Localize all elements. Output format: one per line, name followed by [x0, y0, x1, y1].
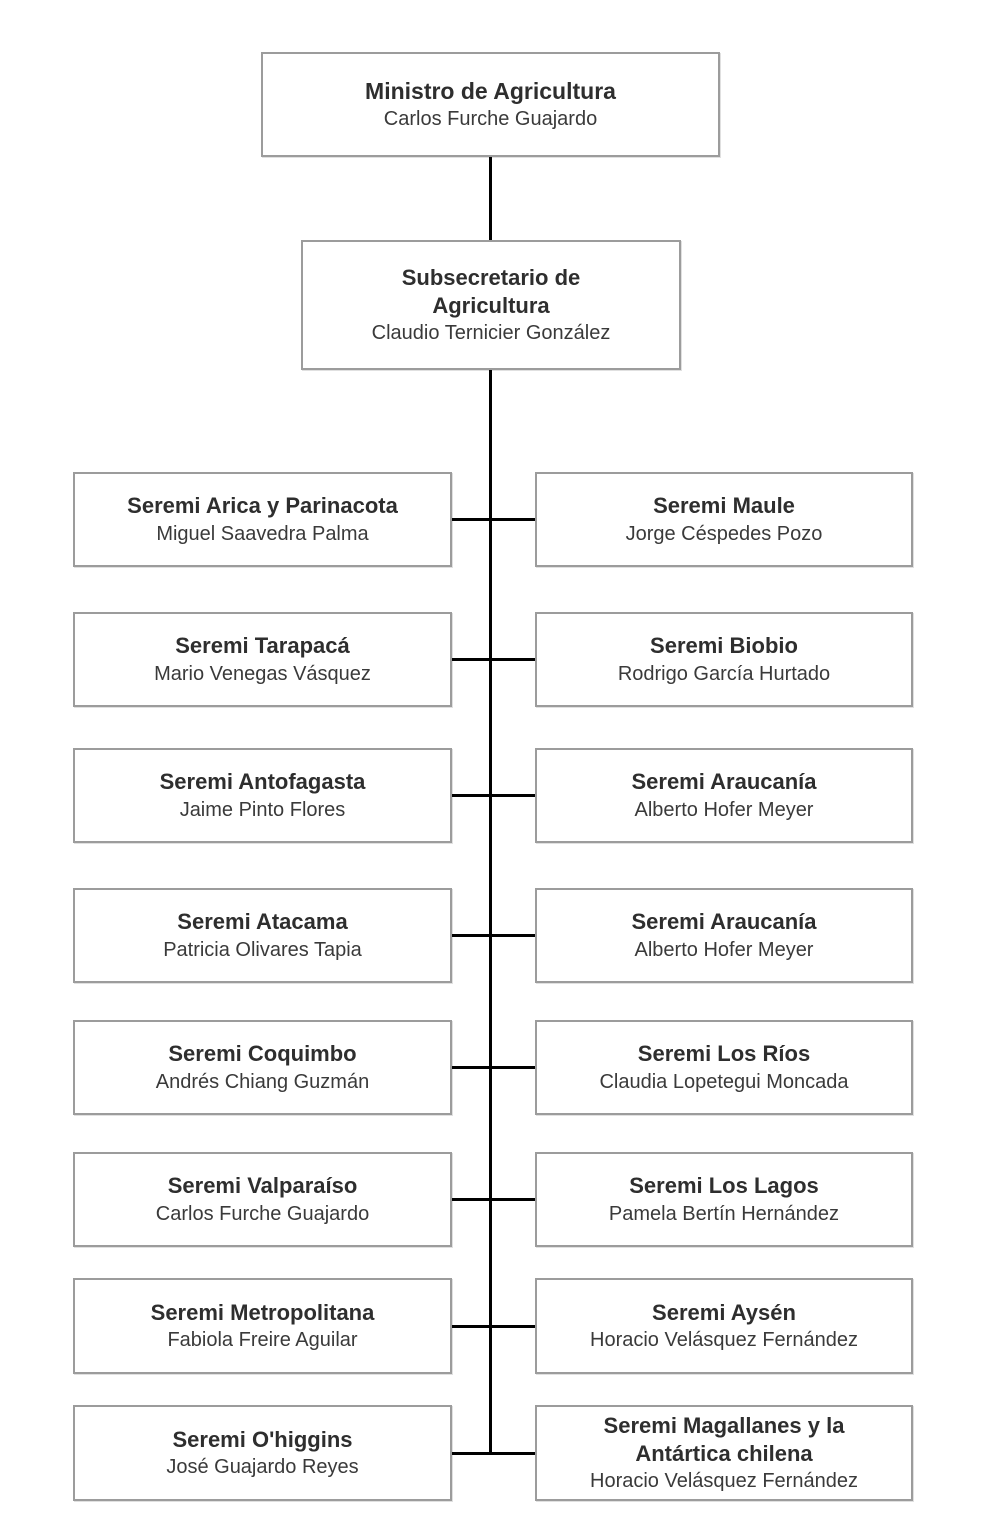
org-node-seremi-maule: Seremi Maule Jorge Céspedes Pozo	[535, 472, 913, 567]
connector-row-2	[450, 658, 537, 661]
org-node-person: Rodrigo García Hurtado	[617, 662, 831, 685]
org-node-person: Jaime Pinto Flores	[179, 798, 346, 821]
connector-row-6	[450, 1198, 537, 1201]
org-node-person: Andrés Chiang Guzmán	[155, 1070, 370, 1093]
org-node-title: Ministro de Agricultura	[365, 77, 616, 104]
connector-row-1	[450, 518, 537, 521]
org-node-person: Horacio Velásquez Fernández	[590, 1470, 858, 1493]
org-node-title: Seremi Aysén	[652, 1299, 796, 1325]
org-node-subsecretario: Subsecretario de Agricultura Claudio Ter…	[301, 240, 681, 370]
connector-spine	[489, 368, 492, 1455]
org-node-person: Pamela Bertín Hernández	[608, 1202, 840, 1225]
org-node-person: Mario Venegas Vásquez	[154, 662, 371, 685]
org-node-title: Seremi Arica y Parinacota	[127, 493, 398, 519]
org-node-title: Seremi Antofagasta	[159, 769, 366, 795]
org-node-person: Carlos Furche Guajardo	[383, 108, 598, 131]
connector-row-3	[450, 794, 537, 797]
org-node-title: Seremi Los Lagos	[629, 1173, 819, 1199]
org-node-seremi-los-lagos: Seremi Los Lagos Pamela Bertín Hernández	[535, 1152, 913, 1247]
org-node-person: Jorge Céspedes Pozo	[625, 522, 823, 545]
org-node-person: Patricia Olivares Tapia	[163, 938, 362, 961]
org-node-seremi-ohiggins: Seremi O'higgins José Guajardo Reyes	[73, 1405, 452, 1501]
org-node-seremi-metropolitana: Seremi Metropolitana Fabiola Freire Agui…	[73, 1278, 452, 1374]
org-node-title: Seremi Tarapacá	[175, 633, 350, 659]
org-node-person: Alberto Hofer Meyer	[634, 798, 814, 821]
org-node-title: Subsecretario de Agricultura	[401, 264, 581, 318]
connector-row-5	[450, 1066, 537, 1069]
org-node-seremi-valparaiso: Seremi Valparaíso Carlos Furche Guajardo	[73, 1152, 452, 1247]
org-node-seremi-tarapaca: Seremi Tarapacá Mario Venegas Vásquez	[73, 612, 452, 707]
org-node-seremi-antofagasta: Seremi Antofagasta Jaime Pinto Flores	[73, 748, 452, 843]
org-node-seremi-araucania-1: Seremi Araucanía Alberto Hofer Meyer	[535, 748, 913, 843]
org-node-title: Seremi Magallanes y la Antártica chilena	[603, 1412, 845, 1466]
org-node-title: Seremi Los Ríos	[637, 1041, 811, 1067]
org-node-title: Seremi Araucanía	[631, 909, 817, 935]
org-node-title: Seremi Metropolitana	[150, 1299, 375, 1325]
org-node-title: Seremi Coquimbo	[168, 1041, 357, 1067]
org-node-person: Alberto Hofer Meyer	[634, 938, 814, 961]
org-node-seremi-aysen: Seremi Aysén Horacio Velásquez Fernández	[535, 1278, 913, 1374]
org-node-seremi-magallanes: Seremi Magallanes y la Antártica chilena…	[535, 1405, 913, 1501]
org-node-person: Carlos Furche Guajardo	[155, 1202, 370, 1225]
org-node-title: Seremi Maule	[653, 493, 795, 519]
org-node-person: Miguel Saavedra Palma	[156, 522, 369, 545]
connector-row-8	[450, 1452, 537, 1455]
org-node-person: José Guajardo Reyes	[166, 1456, 359, 1479]
org-node-title: Seremi Araucanía	[631, 769, 817, 795]
org-node-person: Horacio Velásquez Fernández	[590, 1329, 858, 1352]
org-node-title: Seremi Biobio	[650, 633, 798, 659]
org-node-person: Claudio Ternicier González	[371, 322, 611, 345]
org-node-seremi-araucania-2: Seremi Araucanía Alberto Hofer Meyer	[535, 888, 913, 983]
org-node-seremi-atacama: Seremi Atacama Patricia Olivares Tapia	[73, 888, 452, 983]
org-node-seremi-los-rios: Seremi Los Ríos Claudia Lopetegui Moncad…	[535, 1020, 913, 1115]
org-node-title: Seremi Valparaíso	[167, 1173, 358, 1199]
org-node-ministro: Ministro de Agricultura Carlos Furche Gu…	[261, 52, 720, 157]
org-node-seremi-arica-y-parinacota: Seremi Arica y Parinacota Miguel Saavedr…	[73, 472, 452, 567]
org-node-seremi-biobio: Seremi Biobio Rodrigo García Hurtado	[535, 612, 913, 707]
org-node-title: Seremi Atacama	[177, 909, 348, 935]
org-node-person: Claudia Lopetegui Moncada	[599, 1070, 849, 1093]
org-node-title: Seremi O'higgins	[172, 1426, 353, 1452]
connector-row-7	[450, 1325, 537, 1328]
org-node-person: Fabiola Freire Aguilar	[167, 1329, 358, 1352]
connector-row-4	[450, 934, 537, 937]
org-node-seremi-coquimbo: Seremi Coquimbo Andrés Chiang Guzmán	[73, 1020, 452, 1115]
connector-root-to-deputy	[489, 155, 492, 241]
